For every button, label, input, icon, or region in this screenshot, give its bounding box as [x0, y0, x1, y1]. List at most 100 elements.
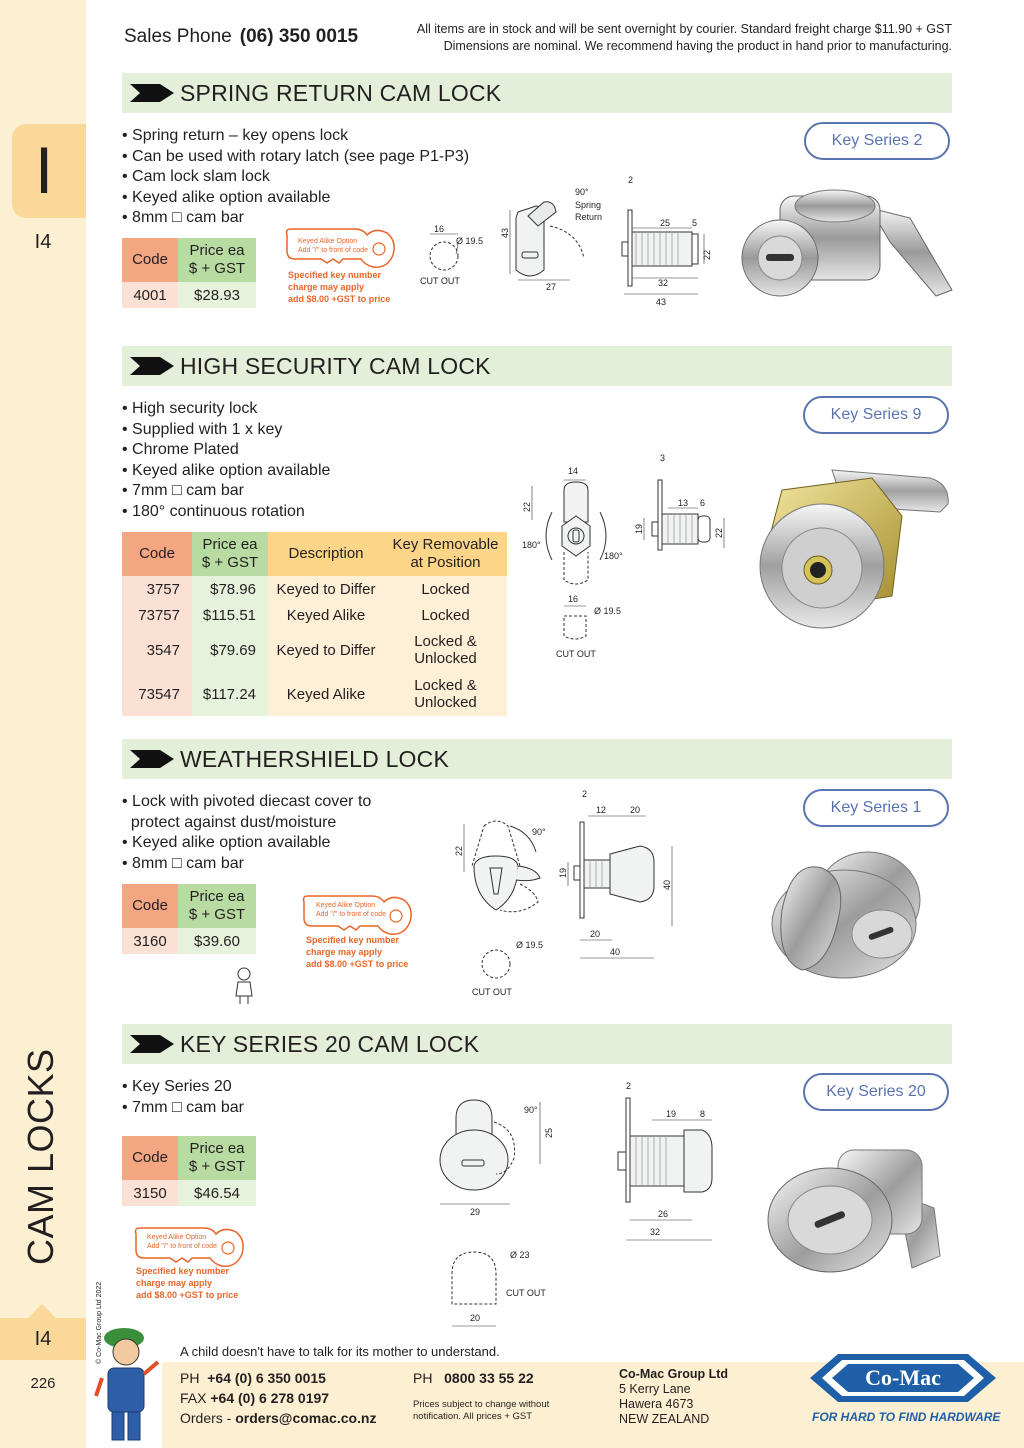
company-name: Co-Mac Group Ltd — [619, 1367, 729, 1381]
sidebar: I I4 CAM LOCKS I4 226 — [0, 0, 86, 1448]
code-cell: 73757 — [122, 602, 192, 628]
key-outline-icon — [300, 892, 415, 940]
header-key-line: at Position — [410, 554, 481, 571]
price-cell: $78.96 — [192, 576, 268, 602]
mascot-icon — [94, 1328, 160, 1441]
price-note-line: notification. All prices + GST — [413, 1411, 533, 1422]
page-code-bottom: I4 — [34, 1328, 52, 1350]
feature-item: Cam lock slam lock — [122, 167, 469, 188]
table-row: 3150 $46.54 — [122, 1180, 256, 1206]
key-alike-line: Keyed Alike Option — [316, 902, 376, 909]
feature-item: Keyed alike option available — [122, 461, 330, 482]
dim-label: 32 — [658, 278, 668, 288]
freephone-number[interactable]: 0800 33 55 22 — [444, 1370, 534, 1386]
spring-return-cam-lock-photo — [741, 189, 953, 297]
feature-list: Spring return – key opens lock Can be us… — [122, 126, 469, 229]
position-line: Unlocked — [414, 650, 477, 667]
section-header-spring-return: SPRING RETURN CAM LOCK — [122, 73, 952, 113]
price-table: Code Price ea$ + GST Description Key Rem… — [122, 532, 507, 716]
table-row: 3160 $39.60 — [122, 928, 256, 954]
key-note-line: add $8.00 +GST to price — [136, 1290, 239, 1300]
cartoon-figure-icon — [235, 967, 253, 1004]
arrow-icon — [130, 1035, 174, 1053]
feature-item: 8mm □ cam bar — [122, 208, 469, 229]
code-cell: 3547 — [122, 628, 192, 672]
phone-number[interactable]: +64 (0) 6 350 0015 — [207, 1370, 326, 1386]
dim-label: 22 — [454, 846, 464, 856]
cutout-label: CUT OUT — [506, 1288, 546, 1298]
position-line: Locked & — [414, 677, 477, 694]
orders-line: Orders - orders@comac.co.nz — [180, 1408, 377, 1428]
feature-list: Lock with pivoted diecast cover to prote… — [122, 792, 371, 874]
price-cell: $117.24 — [192, 672, 268, 716]
feature-item: 7mm □ cam bar — [122, 1098, 244, 1119]
feature-item: Lock with pivoted diecast cover to — [122, 792, 371, 813]
section-title: KEY SERIES 20 CAM LOCK — [180, 1031, 480, 1057]
dimension-diagram-spring-return: 16 Ø 19.5 CUT OUT 43 27 90° Spring Retur… — [420, 175, 712, 307]
header-price-line: $ + GST — [201, 554, 259, 571]
phone-label: PH — [413, 1370, 433, 1386]
orders-email-link[interactable]: orders@comac.co.nz — [235, 1410, 377, 1426]
section-header-key-series-20: KEY SERIES 20 CAM LOCK — [122, 1024, 952, 1064]
section-header-high-security: HIGH SECURITY CAM LOCK — [122, 346, 952, 386]
dimension-diagram-high-security: 14 22 180° 180° 16 Ø 19.5 CUT OUT 3 13 6… — [522, 453, 725, 659]
code-cell: 3160 — [122, 928, 178, 954]
position-cell: Locked — [384, 576, 507, 602]
price-table: Code Price ea$ + GST 3150 $46.54 — [122, 1136, 256, 1206]
price-cell: $46.54 — [178, 1180, 256, 1206]
dim-label: 32 — [650, 1227, 660, 1237]
key-series-badge: Key Series 20 — [803, 1073, 949, 1111]
key-alike-text: Keyed Alike Option Add "/" to front of c… — [147, 1233, 217, 1251]
table-row: 73757 $115.51 Keyed Alike Locked — [122, 602, 507, 628]
code-cell: 3757 — [122, 576, 192, 602]
key-alike-line: Keyed Alike Option — [147, 1234, 207, 1241]
price-cell: $39.60 — [178, 928, 256, 954]
feature-item: Chrome Plated — [122, 440, 330, 461]
header-price-line: Price ea — [189, 1140, 245, 1157]
feature-item: High security lock — [122, 399, 330, 420]
arrow-icon — [130, 750, 174, 768]
key-series-badge: Key Series 2 — [804, 122, 950, 160]
cutout-label: CUT OUT — [472, 987, 512, 997]
dim-label: 25 — [660, 218, 670, 228]
position-line: Locked — [421, 606, 470, 624]
orders-label: Orders - — [180, 1410, 232, 1426]
dim-label: 2 — [626, 1081, 631, 1091]
dim-label: 14 — [568, 466, 578, 476]
phone-label: PH — [180, 1370, 200, 1386]
sales-label: Sales Phone — [124, 26, 232, 47]
header-price-line: Price ea — [202, 536, 258, 553]
header-price: Price ea$ + GST — [192, 532, 268, 576]
feature-item: Supplied with 1 x key — [122, 420, 330, 441]
dim-label: 40 — [662, 880, 672, 890]
bottom-tab — [0, 1304, 86, 1360]
fax-line: FAX +64 (0) 6 278 0197 — [180, 1388, 377, 1408]
key-note-line: add $8.00 +GST to price — [288, 294, 391, 304]
key-note-line: Specified key number — [136, 1266, 230, 1276]
dim-label: 6 — [700, 498, 705, 508]
key-alike-line: Add "/" to front of code — [298, 247, 368, 254]
dim-label: 43 — [656, 297, 666, 307]
key-alike-line: Add "/" to front of code — [147, 1243, 217, 1250]
feature-item: 8mm □ cam bar — [122, 854, 371, 875]
price-table: Code Price ea$ + GST 3160 $39.60 — [122, 884, 256, 954]
dim-label: Ø 23 — [510, 1250, 530, 1260]
section-header-weathershield: WEATHERSHIELD LOCK — [122, 739, 952, 779]
code-cell: 3150 — [122, 1180, 178, 1206]
price-cell: $28.93 — [178, 282, 256, 308]
price-cell: $115.51 — [192, 602, 268, 628]
cutout-label: CUT OUT — [420, 276, 460, 286]
table-row: 73547 $117.24 Keyed Alike Locked &Unlock… — [122, 672, 507, 716]
fax-number: +64 (0) 6 278 0197 — [210, 1390, 330, 1406]
high-security-cam-lock-photo — [759, 469, 949, 629]
key-alike-line: Keyed Alike Option — [298, 238, 358, 245]
dim-label: Spring — [575, 200, 601, 210]
page-code-top: I4 — [34, 231, 52, 253]
address-block: Co-Mac Group Ltd 5 Kerry Lane Hawera 467… — [619, 1367, 728, 1427]
dim-label: 3 — [660, 453, 665, 463]
key-note-line: charge may apply — [306, 947, 383, 957]
header-price-line: $ + GST — [188, 260, 246, 277]
header-description: Description — [268, 532, 384, 576]
dim-label: 27 — [546, 282, 556, 292]
dim-label: 180° — [604, 551, 623, 561]
